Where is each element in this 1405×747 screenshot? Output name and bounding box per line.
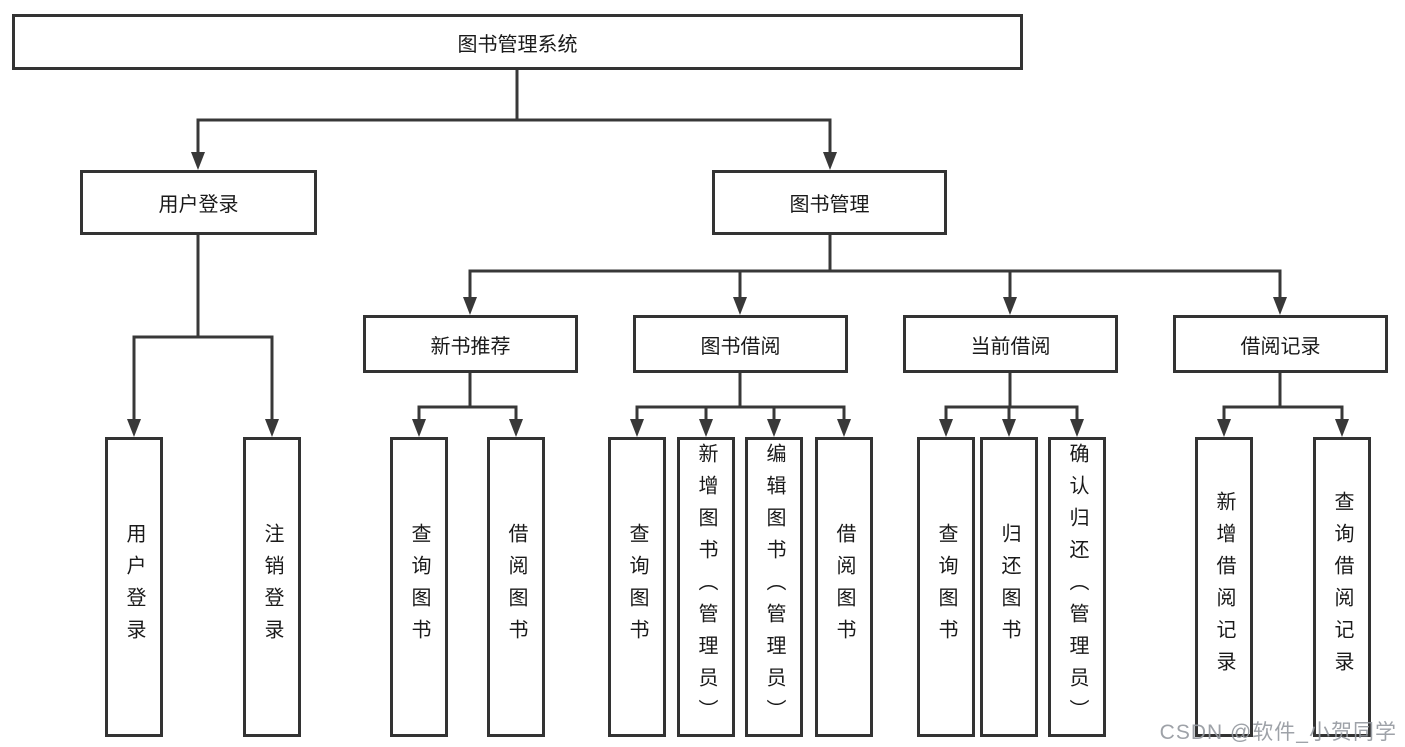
node-current-borrow: 当前借阅 [903,315,1118,373]
connector-root-to-level2 [191,70,837,170]
node-borrow-records-label: 借阅记录 [1240,335,1321,358]
leaf-borrow-books-borrow: 借阅图书 [815,437,873,737]
leaf-query-books-current: 查询图书 [917,437,975,737]
leaf-query-books-recommend: 查询图书 [390,437,448,737]
leaf-borrow-books-recommend-label: 借阅图书 [505,523,527,651]
node-book-management-label: 图书管理 [789,194,870,216]
leaf-add-book-admin-label: 新增图书（管理员） [695,443,717,731]
leaf-confirm-return-admin: 确认归还（管理员） [1048,437,1106,737]
leaf-edit-book-admin: 编辑图书（管理员） [745,437,803,737]
node-borrow-records: 借阅记录 [1173,315,1388,373]
node-new-book-recommend: 新书推荐 [363,315,578,373]
leaf-query-borrow-record-label: 查询借阅记录 [1331,491,1353,683]
connector-current-to-leaves [939,373,1084,437]
leaf-logout-label: 注销登录 [261,523,283,651]
leaf-confirm-return-admin-label: 确认归还（管理员） [1066,443,1088,731]
leaf-return-book: 归还图书 [980,437,1038,737]
leaf-query-books-current-label: 查询图书 [935,523,957,651]
leaf-add-book-admin: 新增图书（管理员） [677,437,735,737]
leaf-user-login-label: 用户登录 [123,523,145,651]
connector-userlogin-to-leaves [127,235,279,437]
leaf-logout: 注销登录 [243,437,301,737]
node-current-borrow-label: 当前借阅 [970,335,1051,358]
leaf-add-borrow-record: 新增借阅记录 [1195,437,1253,737]
leaf-borrow-books-borrow-label: 借阅图书 [833,523,855,651]
leaf-query-books-recommend-label: 查询图书 [408,523,430,651]
leaf-query-borrow-record: 查询借阅记录 [1313,437,1371,737]
node-book-management: 图书管理 [712,170,947,235]
connector-recommend-to-leaves [412,373,523,437]
node-book-borrow: 图书借阅 [633,315,848,373]
watermark: CSDN @软件_小贺同学 [1159,721,1397,744]
connector-bookmgmt-to-level3 [463,235,1287,315]
leaf-query-books-borrow: 查询图书 [608,437,666,737]
leaf-borrow-books-recommend: 借阅图书 [487,437,545,737]
leaf-query-books-borrow-label: 查询图书 [626,523,648,651]
connector-borrow-to-leaves [630,373,851,437]
leaf-edit-book-admin-label: 编辑图书（管理员） [763,443,785,731]
node-library-system-label: 图书管理系统 [457,33,578,56]
node-user-login-label: 用户登录 [158,194,239,216]
node-user-login: 用户登录 [80,170,317,235]
connector-records-to-leaves [1217,373,1349,437]
leaf-user-login: 用户登录 [105,437,163,737]
leaf-add-borrow-record-label: 新增借阅记录 [1213,491,1235,683]
node-book-borrow-label: 图书借阅 [700,335,781,358]
leaf-return-book-label: 归还图书 [998,523,1020,651]
node-library-system: 图书管理系统 [12,14,1023,70]
node-new-book-recommend-label: 新书推荐 [430,335,511,358]
